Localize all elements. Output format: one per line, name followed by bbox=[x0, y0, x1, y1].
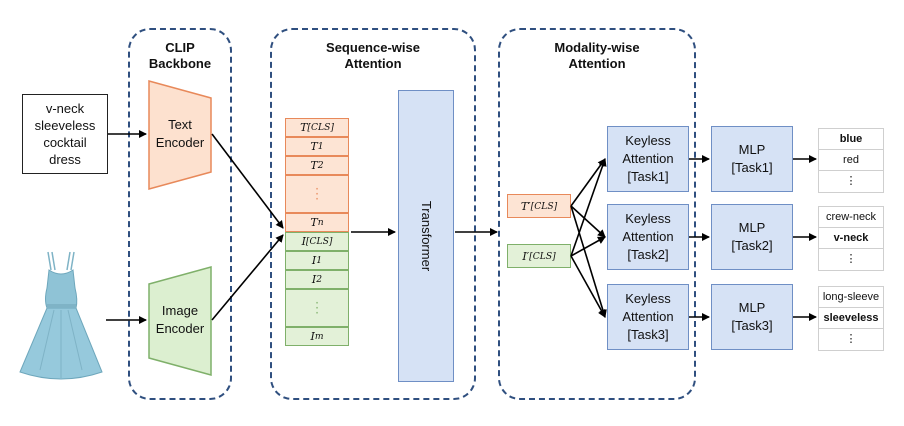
clip-backbone-group bbox=[128, 28, 232, 400]
token-text-cls: T[CLS] bbox=[285, 118, 349, 137]
modality-attention-group bbox=[498, 28, 696, 400]
image-encoder-shape bbox=[148, 266, 212, 376]
image-cls-output-token: I′[CLS] bbox=[507, 244, 571, 268]
output-item: ⋮ bbox=[845, 333, 857, 345]
output-list-task1: blue red ⋮ bbox=[818, 128, 884, 193]
output-item: red bbox=[819, 150, 883, 171]
output-list-task2: crew-neck v-neck ⋮ bbox=[818, 206, 884, 271]
output-item: sleeveless bbox=[819, 308, 883, 329]
token-image-cls: I[CLS] bbox=[285, 232, 349, 251]
token-image-ellipsis: ··· bbox=[285, 289, 349, 327]
dress-image bbox=[19, 251, 103, 380]
output-list-task3: long-sleeve sleeveless ⋮ bbox=[818, 286, 884, 351]
text-encoder-shape bbox=[148, 80, 212, 190]
mlp-task1: MLP[Task1] bbox=[711, 126, 793, 192]
output-item: ⋮ bbox=[845, 253, 857, 265]
output-item: ⋮ bbox=[845, 175, 857, 187]
output-item: crew-neck bbox=[819, 207, 883, 228]
sequence-attention-group bbox=[270, 28, 476, 400]
mlp-task2: MLP[Task2] bbox=[711, 204, 793, 270]
output-item: v-neck bbox=[819, 228, 883, 249]
transformer-block: Transformer bbox=[398, 90, 454, 382]
input-text-box: v-neck sleeveless cocktail dress bbox=[22, 94, 108, 174]
token-text-ellipsis: ··· bbox=[285, 175, 349, 213]
output-item: blue bbox=[819, 129, 883, 150]
mlp-task3: MLP[Task3] bbox=[711, 284, 793, 350]
text-cls-output-token: T′[CLS] bbox=[507, 194, 571, 218]
output-item: long-sleeve bbox=[819, 287, 883, 308]
